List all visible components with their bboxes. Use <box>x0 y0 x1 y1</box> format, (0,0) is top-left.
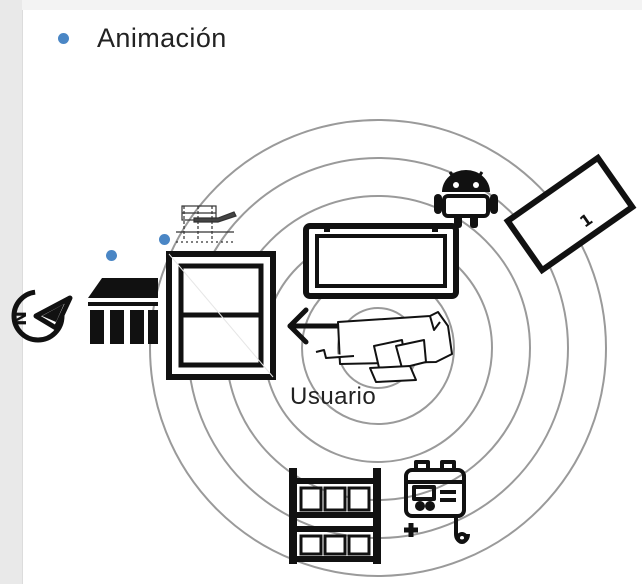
bullet-dot <box>58 32 69 44</box>
user-label: Usuario <box>290 383 377 410</box>
svg-text:N: N <box>10 311 31 326</box>
slide-left-rail <box>0 0 23 584</box>
bullet-text: Animación <box>97 22 227 53</box>
android-robot-icon <box>434 170 498 228</box>
slide-top-strip <box>22 0 642 10</box>
compass-icon: N <box>10 289 73 343</box>
laptop-icon <box>176 205 237 243</box>
monitor-icon <box>303 223 459 299</box>
server-rack-icon <box>289 468 381 564</box>
market-stall-icon <box>86 278 160 344</box>
animation-dot <box>106 250 117 261</box>
medical-device-icon <box>404 460 470 544</box>
smartphone-icon: 1 <box>503 153 637 275</box>
hand-with-card-icon <box>315 311 453 383</box>
animation-dot <box>159 234 170 245</box>
bullet-item: Animación <box>58 18 227 58</box>
ring-outer <box>149 119 607 577</box>
window-icon <box>166 251 276 380</box>
